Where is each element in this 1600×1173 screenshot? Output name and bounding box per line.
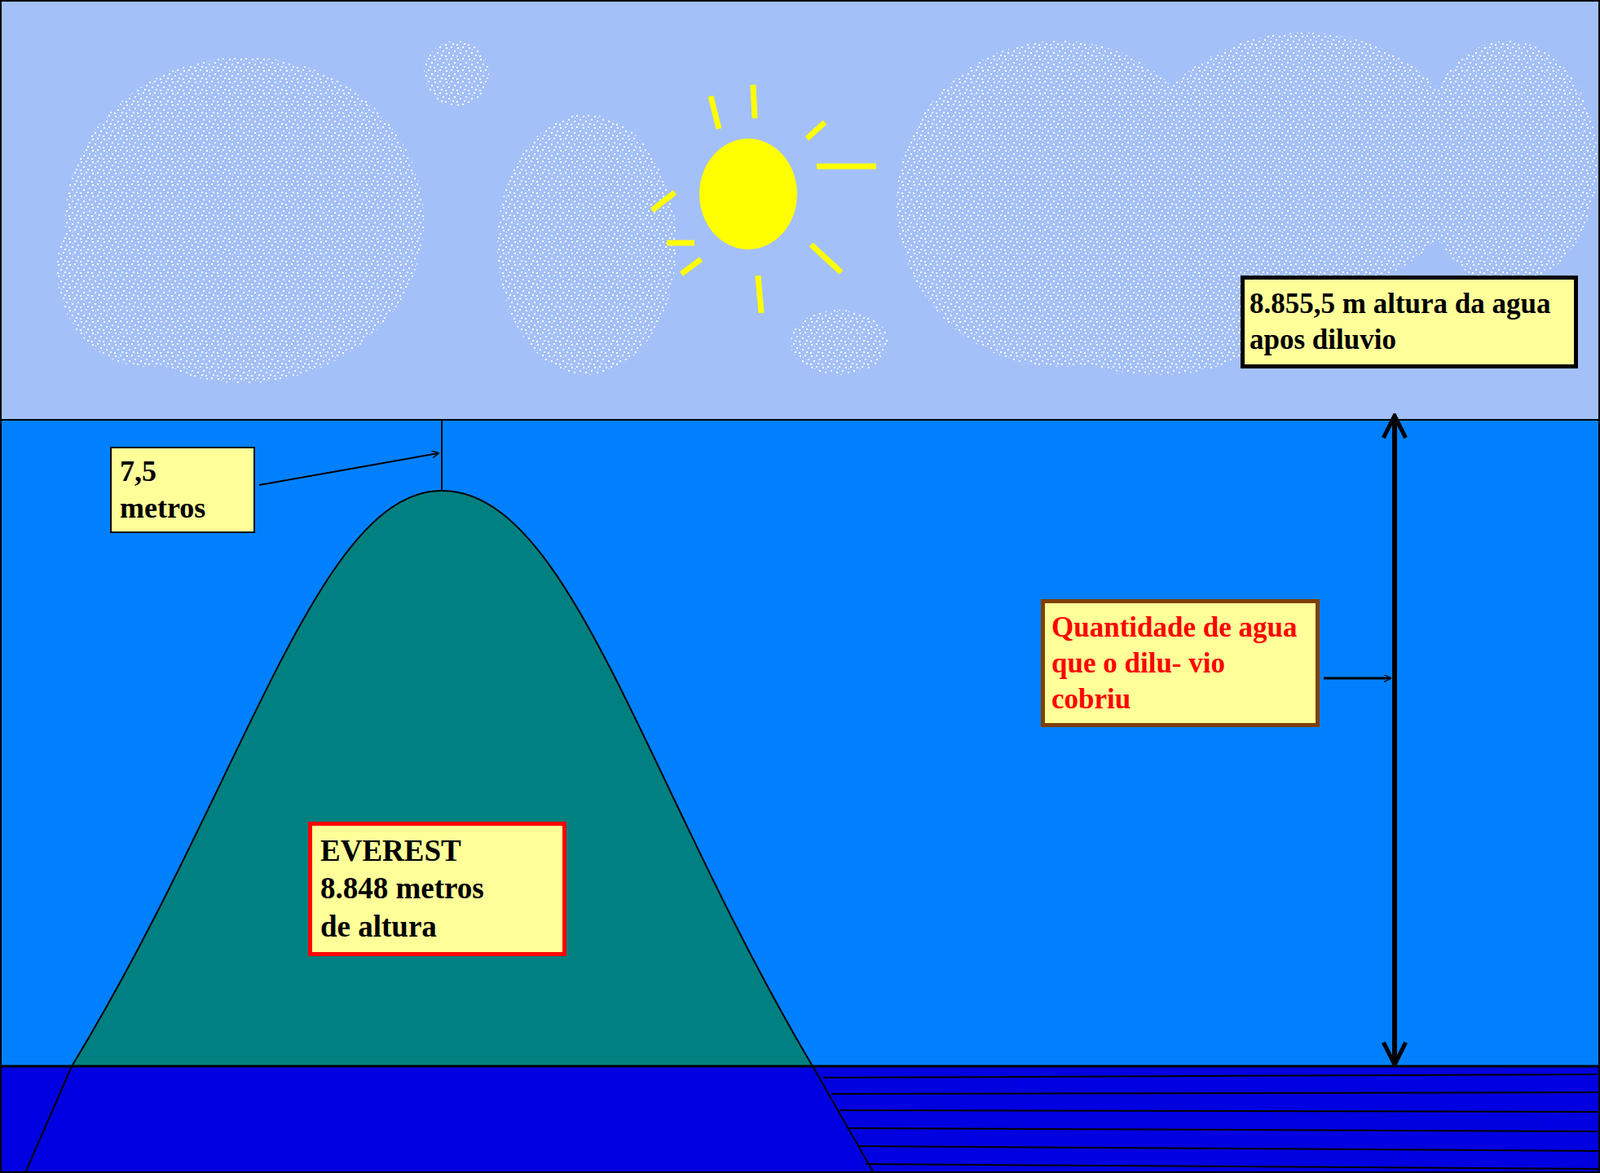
water-depth-arrow: [1392, 415, 1398, 1065]
sun: [652, 84, 877, 313]
mountain-label-box: EVEREST 8.848 metros de altura: [308, 821, 567, 957]
leader-line: [259, 453, 439, 485]
flood-water: [0, 420, 1600, 1067]
sky: [0, 0, 1600, 421]
water-height-box: 8.855,5 m altura da agua apos diluvio: [1240, 275, 1578, 369]
box-text: Quantidade de agua que o dilu- vio cobri…: [1051, 609, 1310, 717]
box-text: EVEREST 8.848 metros de altura: [320, 832, 516, 946]
sea-lines: [823, 1074, 1600, 1169]
callout-box: 7,5 metros: [110, 446, 256, 534]
sea-floor-band: [0, 1066, 1600, 1173]
clouds: [57, 32, 1598, 384]
box-text: 7,5 metros: [119, 453, 243, 527]
box-text: 8.855,5 m altura da agua apos diluvio: [1249, 286, 1570, 358]
leader-line: [1323, 677, 1391, 680]
peak-tick: [440, 420, 443, 491]
everest-mountain: [71, 490, 813, 1067]
note-box: Quantidade de agua que o dilu- vio cobri…: [1040, 599, 1320, 728]
